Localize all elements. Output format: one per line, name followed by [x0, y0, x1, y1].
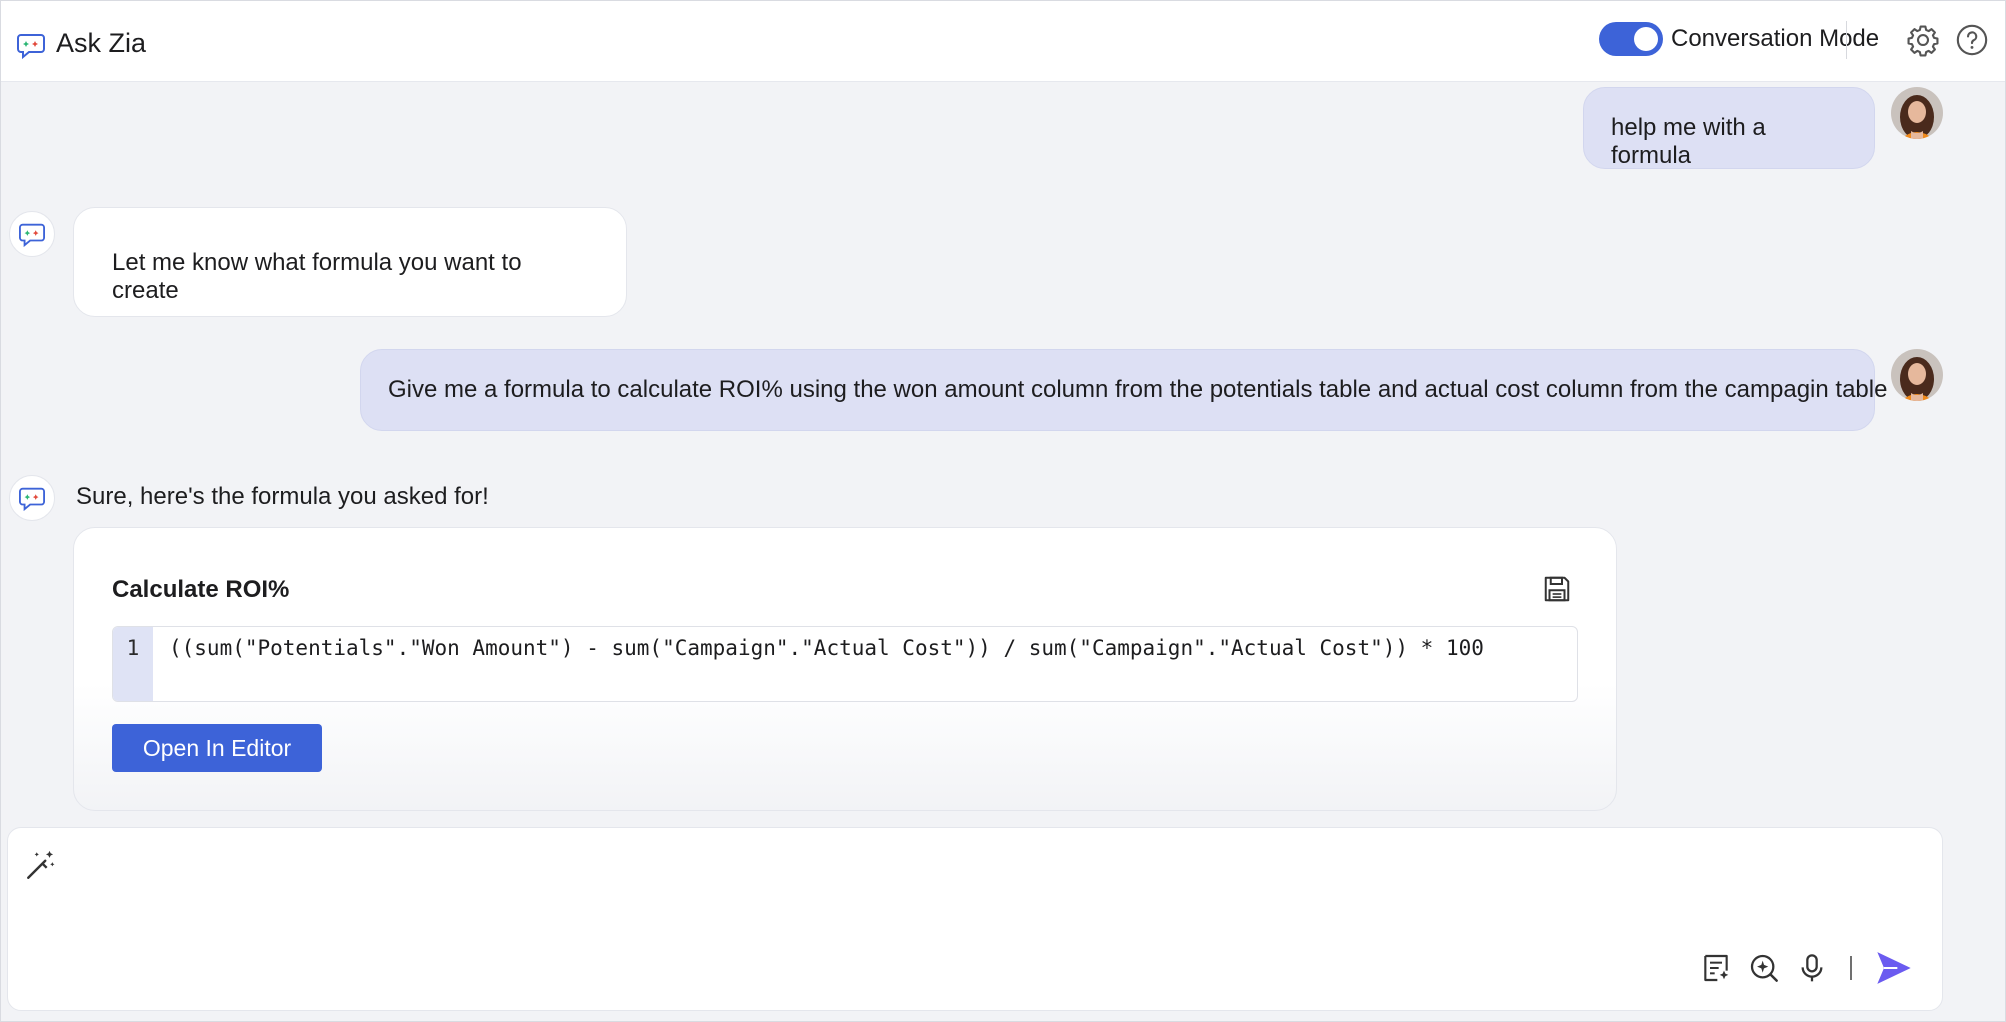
toolbar-divider [1850, 956, 1852, 980]
user-message-text: help me with a formula [1611, 114, 1766, 169]
header: Ask Zia Conversation Mode [1, 1, 2005, 82]
line-number: 1 [113, 627, 153, 701]
bot-message: Let me know what formula you want to cre… [73, 207, 627, 317]
formula-code[interactable]: ((sum("Potentials"."Won Amount") - sum("… [169, 636, 1484, 660]
zia-logo-icon [17, 34, 45, 59]
prompt-box [7, 827, 1943, 1011]
prompt-input[interactable] [72, 848, 1916, 884]
zia-bot-icon [9, 211, 55, 257]
bot-message-text: Let me know what formula you want to cre… [112, 249, 522, 304]
open-in-editor-button[interactable]: Open In Editor [112, 724, 322, 772]
gear-icon[interactable] [1906, 23, 1940, 57]
user-avatar [1891, 349, 1943, 401]
bot-message-text: Sure, here's the formula you asked for! [76, 483, 489, 510]
zoom-add-icon[interactable] [1748, 952, 1780, 984]
prompt-library-icon[interactable] [1700, 952, 1732, 984]
formula-card: Calculate ROI% 1 ((sum("Potentials"."Won… [73, 527, 1617, 811]
conversation-mode-label: Conversation Mode [1671, 25, 1880, 52]
user-message-text: Give me a formula to calculate ROI% usin… [388, 376, 1888, 403]
app-title: Ask Zia [56, 28, 147, 58]
user-avatar [1891, 87, 1943, 139]
zia-bot-icon [9, 475, 55, 521]
save-icon[interactable] [1542, 574, 1572, 604]
formula-title: Calculate ROI% [112, 576, 290, 603]
send-icon[interactable] [1874, 948, 1914, 988]
header-divider [1846, 21, 1847, 59]
conversation-mode-toggle[interactable] [1599, 22, 1663, 56]
user-message: Give me a formula to calculate ROI% usin… [360, 349, 1887, 431]
microphone-icon[interactable] [1796, 952, 1828, 984]
magic-wand-icon[interactable] [24, 848, 58, 882]
help-icon[interactable] [1955, 23, 1989, 57]
toggle-knob [1634, 27, 1658, 51]
formula-code-box[interactable]: 1 ((sum("Potentials"."Won Amount") - sum… [112, 626, 1578, 702]
user-message: help me with a formula [1583, 87, 1875, 169]
